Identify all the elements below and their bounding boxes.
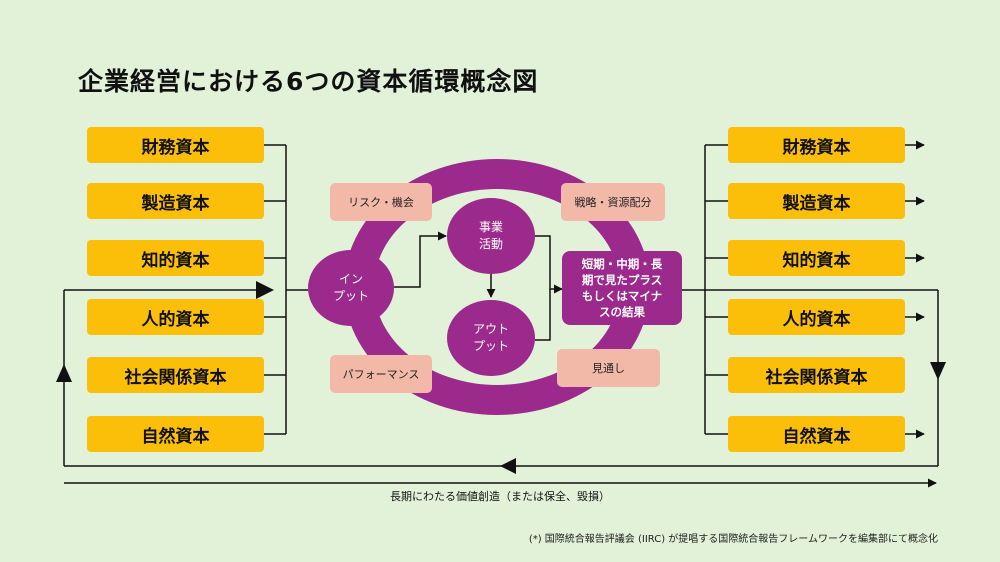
outlook-tag: 見通し xyxy=(557,349,660,387)
footnote: (*) 国際統合報告評議会 (IIRC) が提唱する国際統合報告フレームワークを… xyxy=(528,534,938,545)
right-capital-financial: 財務資本 xyxy=(728,127,905,163)
left-capital-intellectual: 知的資本 xyxy=(87,240,264,276)
page-title: 企業経営における6つの資本循環概念図 xyxy=(78,67,539,96)
outcome-node: 短期・中期・長 期で見たプラス もしくはマイナ スの結果 xyxy=(562,251,682,325)
timeline-label: 長期にわたる価値創造（または保全、毀損） xyxy=(390,490,610,503)
left-capital-manufactured: 製造資本 xyxy=(87,183,264,219)
right-capital-social: 社会関係資本 xyxy=(728,357,905,393)
performance-tag: パフォーマンス xyxy=(330,355,432,393)
right-capital-human: 人的資本 xyxy=(728,299,905,335)
strategy-allocation-tag: 戦略・資源配分 xyxy=(561,183,665,221)
left-capital-social: 社会関係資本 xyxy=(87,357,264,393)
right-capital-natural: 自然資本 xyxy=(728,416,905,452)
output-node: アウト プット xyxy=(447,300,535,376)
left-capital-natural: 自然資本 xyxy=(87,416,264,452)
input-node: イン プット xyxy=(308,250,394,326)
risk-opportunity-tag: リスク・機会 xyxy=(330,183,432,221)
left-capital-human: 人的資本 xyxy=(87,299,264,335)
right-capital-manufactured: 製造資本 xyxy=(728,183,905,219)
business-activity-node: 事業 活動 xyxy=(447,198,535,274)
right-capital-intellectual: 知的資本 xyxy=(728,240,905,276)
left-capital-financial: 財務資本 xyxy=(87,127,264,163)
